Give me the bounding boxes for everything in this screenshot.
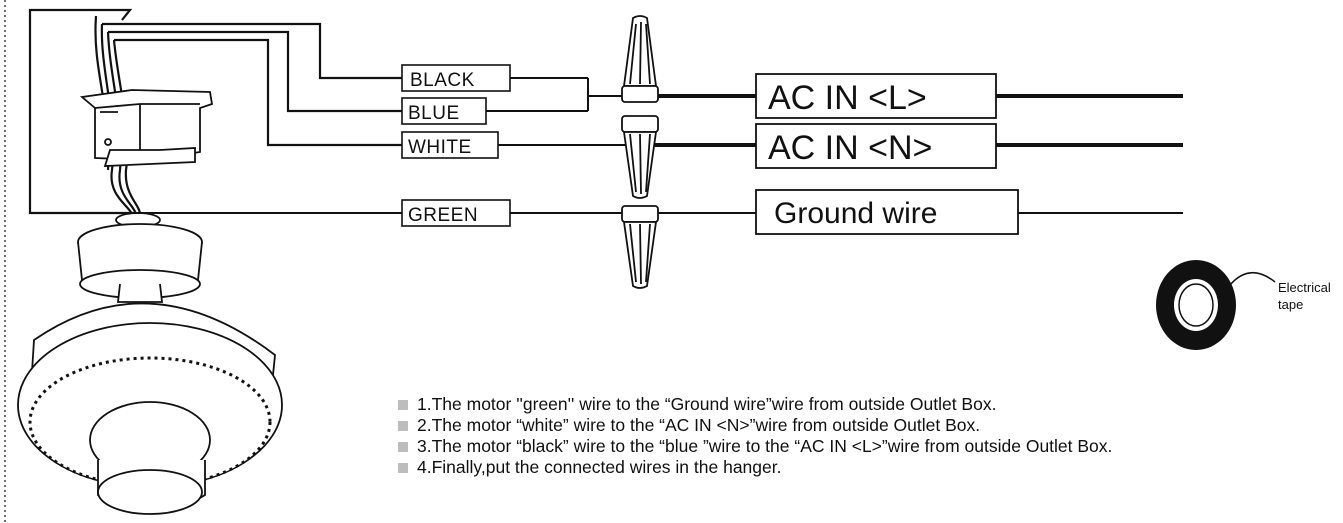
label-black-text: BLACK bbox=[410, 70, 475, 91]
blue-lead-wire bbox=[108, 30, 402, 113]
white-lead-wire bbox=[114, 38, 402, 147]
label-ac-in-n-text: AC IN <N> bbox=[768, 129, 932, 167]
bullet-square-icon bbox=[398, 420, 408, 431]
instruction-text: 3.The motor “black” wire to the “blue ”w… bbox=[417, 436, 1113, 456]
label-white: WHITE bbox=[401, 131, 499, 159]
bullet-square-icon bbox=[398, 462, 408, 473]
label-ac-in-l-text: AC IN <L> bbox=[768, 79, 927, 117]
wire-nut-connector-l bbox=[621, 15, 659, 103]
black-lead-wire bbox=[102, 22, 402, 80]
instruction-text: 2.The motor “white” wire to the “AC IN <… bbox=[417, 415, 981, 435]
label-ground-wire: Ground wire bbox=[755, 189, 1019, 235]
instruction-item: 3.The motor “black” wire to the “blue ”w… bbox=[398, 436, 1338, 457]
supply-lines bbox=[655, 94, 1183, 214]
label-blue-text: BLUE bbox=[408, 103, 460, 124]
electrical-tape-icon bbox=[1156, 260, 1276, 350]
hanger-bracket bbox=[79, 89, 214, 167]
instruction-item: 4.Finally,put the connected wires in the… bbox=[398, 457, 1338, 478]
label-white-text: WHITE bbox=[408, 137, 472, 158]
label-blue: BLUE bbox=[401, 97, 487, 125]
motor-lead-wires bbox=[28, 8, 402, 215]
label-ac-in-n: AC IN <N> bbox=[755, 123, 997, 169]
wire-nut-connector-n bbox=[621, 115, 659, 199]
label-ac-in-l: AC IN <L> bbox=[755, 73, 997, 119]
instruction-text: 4.Finally,put the connected wires in the… bbox=[417, 457, 782, 477]
label-black: BLACK bbox=[401, 64, 511, 92]
tape-label-line2: tape bbox=[1278, 297, 1303, 312]
tape-label-line1: Electrical bbox=[1278, 280, 1331, 295]
label-ground-wire-text: Ground wire bbox=[774, 197, 937, 230]
wire-nut-connector-ground bbox=[621, 205, 659, 289]
label-green: GREEN bbox=[401, 199, 511, 227]
instruction-item: 1.The motor ''green'' wire to the “Groun… bbox=[398, 394, 1338, 415]
bullet-square-icon bbox=[398, 399, 408, 410]
label-green-text: GREEN bbox=[408, 205, 478, 226]
instruction-item: 2.The motor “white” wire to the “AC IN <… bbox=[398, 415, 1338, 436]
bullet-square-icon bbox=[398, 441, 408, 452]
ceiling-fan bbox=[17, 212, 283, 515]
instruction-text: 1.The motor ''green'' wire to the “Groun… bbox=[417, 394, 997, 414]
instructions-list: 1.The motor ''green'' wire to the “Groun… bbox=[398, 394, 1338, 478]
connection-wires bbox=[30, 77, 625, 214]
